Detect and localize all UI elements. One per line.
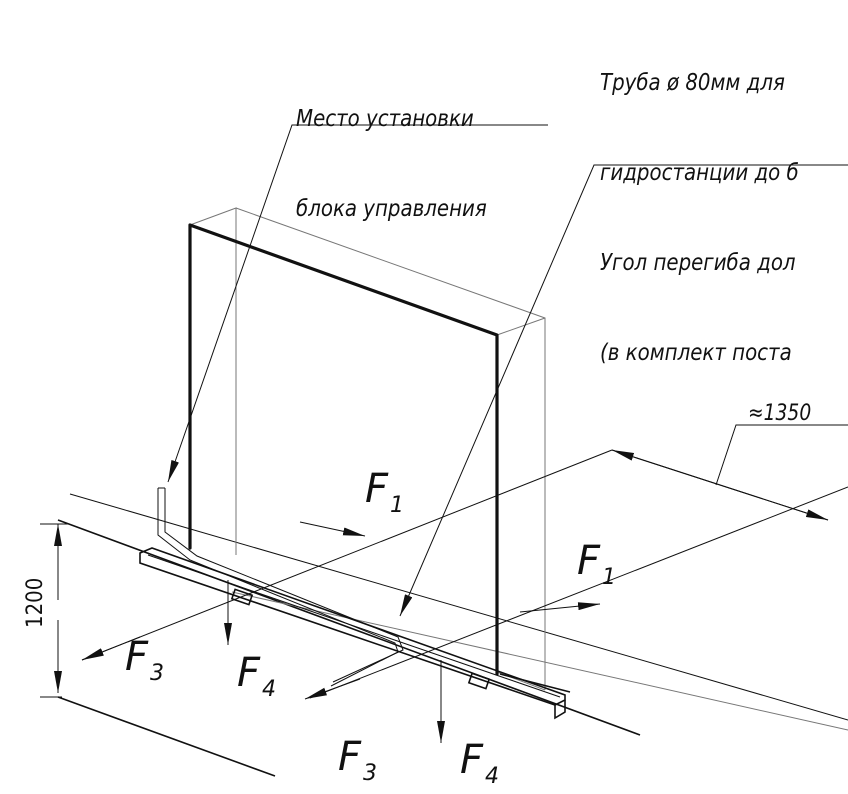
note-line: Место установки bbox=[296, 106, 474, 132]
label-f1-lower: F 1 bbox=[577, 538, 616, 590]
force-index: 1 bbox=[390, 493, 404, 518]
note-line: (в комплект поста bbox=[600, 340, 792, 366]
force-index: 4 bbox=[485, 764, 499, 789]
force-index: 3 bbox=[363, 761, 377, 786]
height-dimension-label: 1200 bbox=[22, 578, 47, 628]
gate-ghost-outline bbox=[189, 207, 546, 691]
control-unit-note: Место установки блока управления bbox=[296, 44, 487, 254]
gate-panel bbox=[188, 223, 499, 676]
dimension-depth bbox=[611, 424, 848, 521]
label-f4-bottom: F 4 bbox=[460, 737, 499, 789]
force-index: 1 bbox=[602, 565, 616, 590]
base-rail bbox=[139, 547, 571, 720]
ground-lines bbox=[57, 493, 848, 777]
note-line: Труба ø 80мм для bbox=[600, 70, 785, 96]
force-letter: F bbox=[365, 466, 389, 512]
force-letter: F bbox=[460, 737, 484, 783]
leader-lines bbox=[167, 124, 848, 617]
force-f3-arrows bbox=[81, 636, 361, 700]
force-f4-arrows bbox=[224, 580, 445, 743]
label-f3-bottom: F 3 bbox=[338, 734, 377, 786]
dimension-height bbox=[40, 523, 70, 698]
label-f3-left: F 3 bbox=[125, 634, 164, 686]
label-f4-left: F 4 bbox=[237, 650, 276, 702]
depth-dimension-label: ≈1350 bbox=[748, 400, 811, 426]
force-letter: F bbox=[338, 734, 362, 780]
force-index: 4 bbox=[262, 677, 276, 702]
force-letter: F bbox=[237, 650, 261, 696]
force-index: 3 bbox=[150, 661, 164, 686]
note-line: Угол перегиба дол bbox=[600, 250, 796, 276]
pipe bbox=[157, 487, 404, 687]
force-f1-arrows bbox=[81, 449, 848, 699]
pipe-note: Труба ø 80мм для гидростанции до б Угол … bbox=[600, 8, 799, 398]
label-f1-upper: F 1 bbox=[365, 466, 404, 518]
force-letter: F bbox=[577, 538, 601, 584]
note-line: гидростанции до б bbox=[600, 160, 799, 186]
force-letter: F bbox=[125, 634, 149, 680]
note-line: блока управления bbox=[296, 196, 487, 222]
